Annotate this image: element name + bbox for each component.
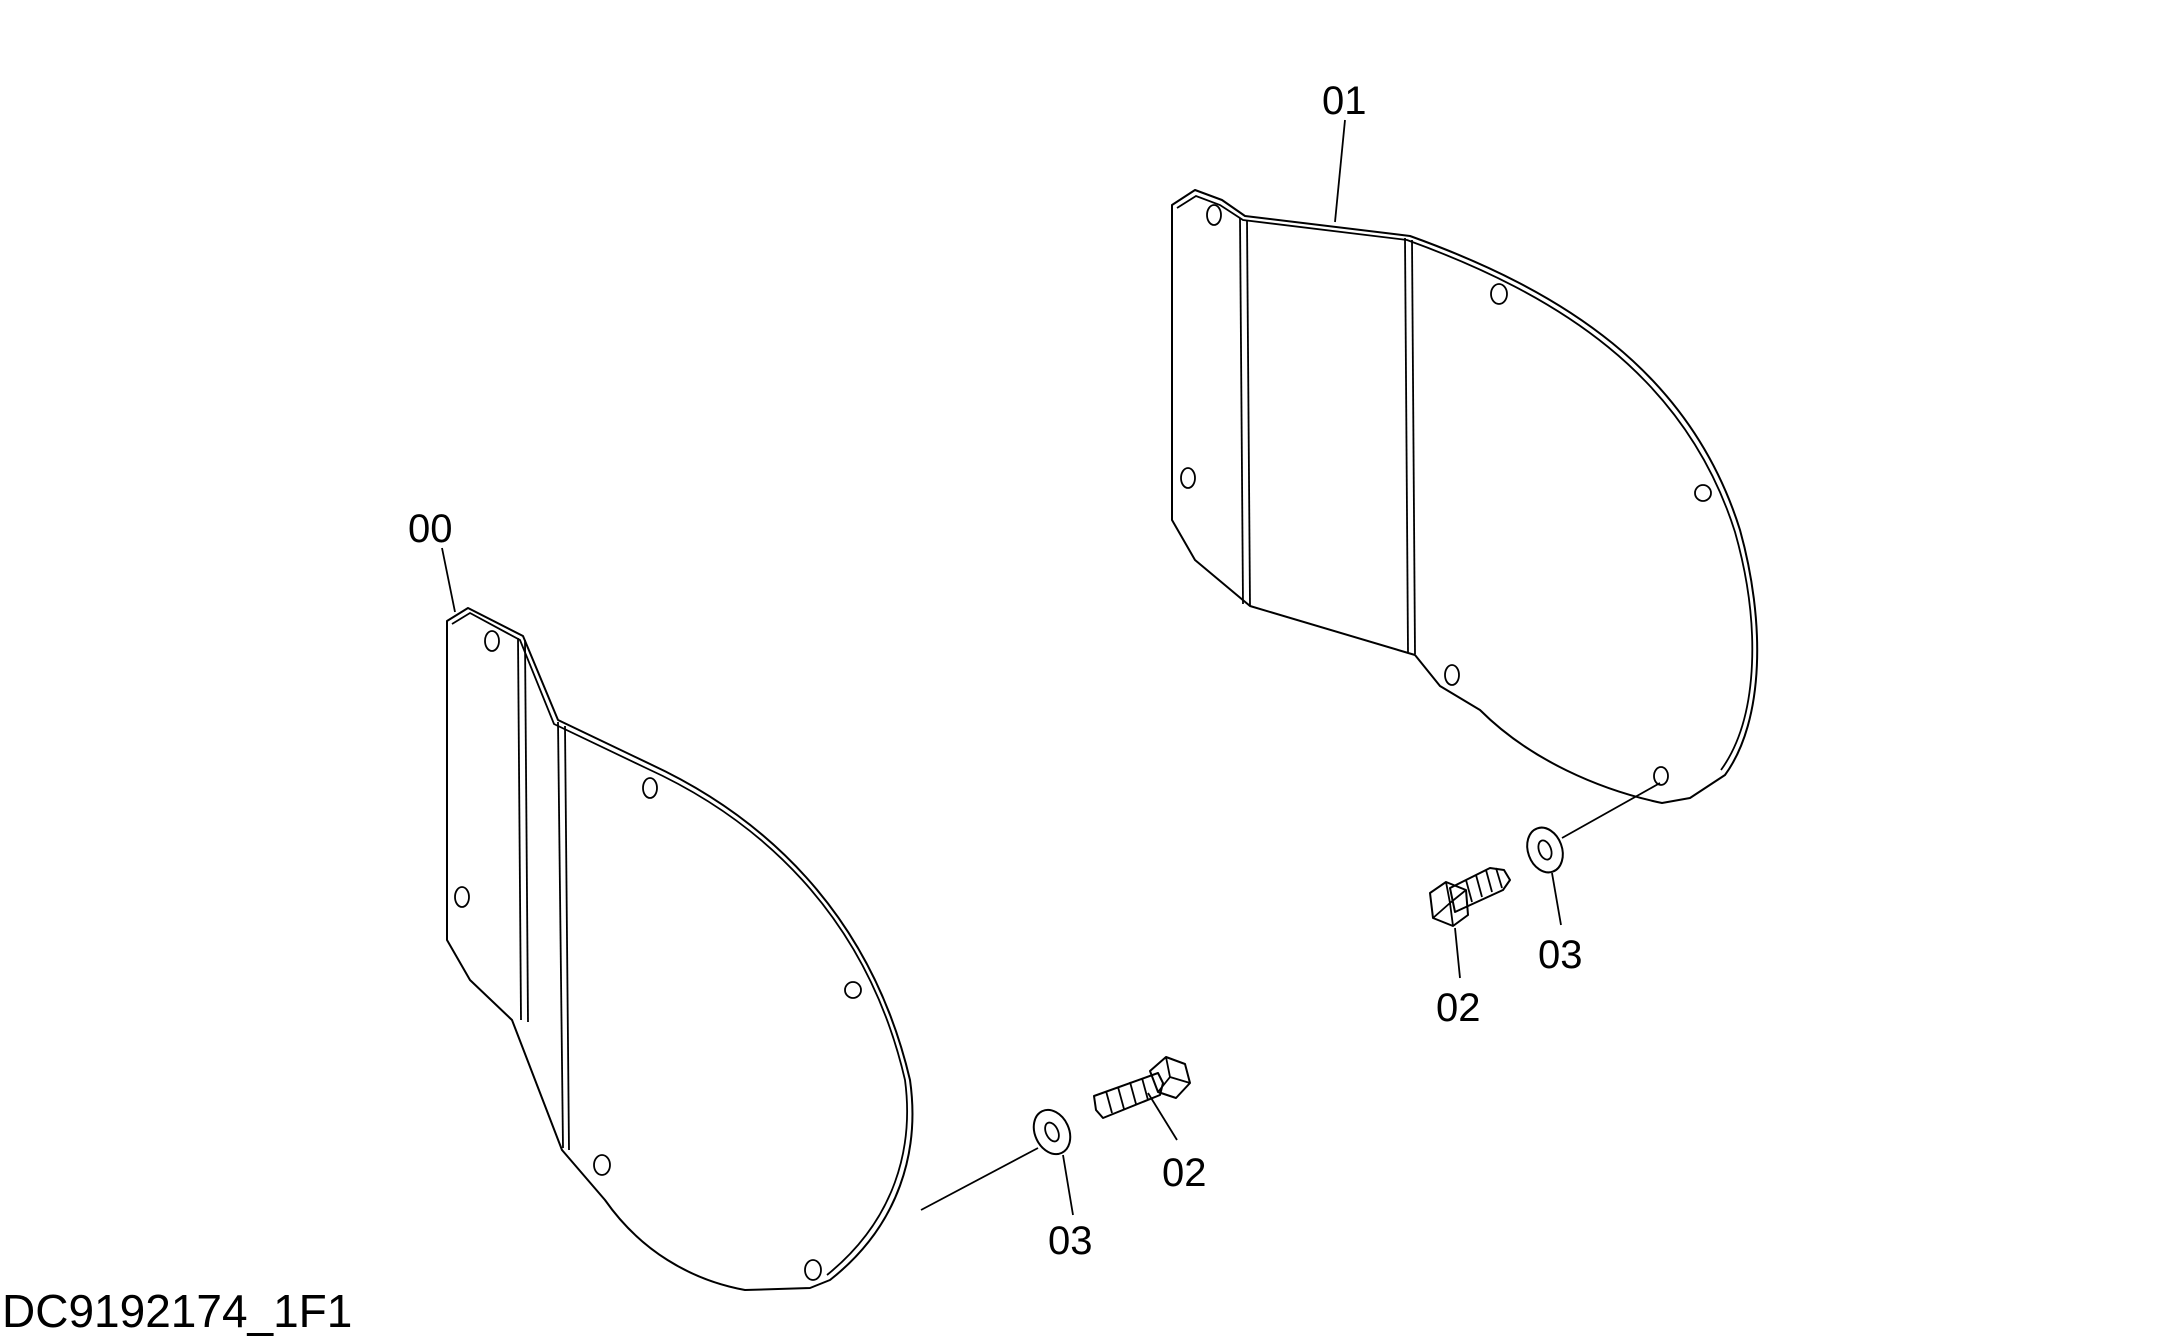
callout-01: 01 [1322, 79, 1367, 123]
cover-plate-00[interactable] [446, 607, 914, 1291]
callout-02-left: 02 [1162, 1151, 1207, 1195]
callout-00: 00 [408, 507, 453, 551]
callout-03-right: 03 [1538, 933, 1583, 977]
callout-03-left: 03 [1048, 1219, 1093, 1263]
callout-02-right: 02 [1436, 986, 1481, 1030]
leader-01 [1334, 119, 1346, 223]
cover-plate-01[interactable] [1171, 189, 1759, 804]
leader-03-right [1551, 872, 1562, 926]
leader-03-left [1062, 1154, 1074, 1216]
washer-03-left[interactable] [1027, 1104, 1077, 1160]
leader-03-right-axis [1561, 782, 1661, 839]
leader-02-right [1454, 927, 1461, 979]
leader-02-left [1147, 1092, 1178, 1141]
leader-03-left-axis [920, 1147, 1039, 1211]
leader-00 [441, 547, 456, 613]
hex-bolt-02-right[interactable] [1429, 867, 1511, 927]
washer-03-right[interactable] [1521, 823, 1569, 878]
drawing-id: DC9192174_1F1 [2, 1285, 353, 1337]
hex-bolt-02-left[interactable] [1093, 1056, 1191, 1119]
